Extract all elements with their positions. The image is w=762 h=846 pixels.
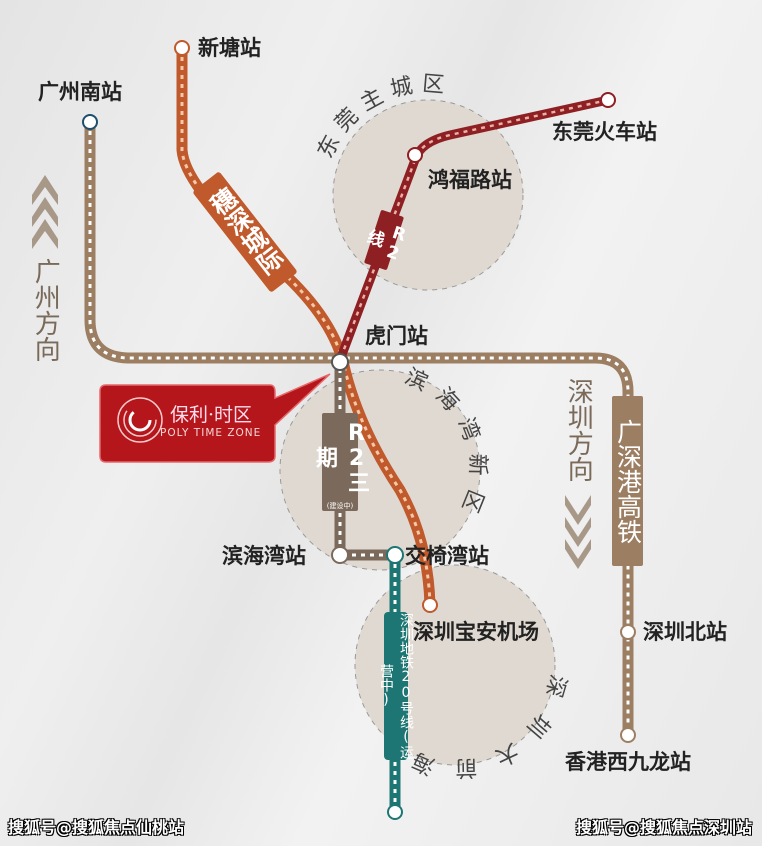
chevron-down-icon [565,495,591,569]
station-jiaoyiwan[interactable]: 交椅湾站 [405,544,489,568]
station-markers [82,40,636,820]
watermark-right: 搜狐号@搜狐焦点深圳站 [575,818,752,837]
line-label-r2-phase3: R2三期 (建设中) [312,413,369,511]
station-guangzhou-south[interactable]: 广州南站 [38,80,122,104]
line-label-20: 深圳地铁20号线(运营中) [378,612,414,760]
station-hk-west-kowloon[interactable]: 香港西九龙站 [565,750,691,774]
station-xintang[interactable]: 新塘站 [198,36,261,60]
station-binhaiwan[interactable]: 滨海湾站 [222,544,306,568]
station-dongguan[interactable]: 东莞火车站 [552,120,657,144]
watermark-left: 搜狐号@搜狐焦点仙桃站 [8,818,185,837]
line-label-r2: R2线 [362,209,412,271]
project-callout-shape [99,373,331,463]
line-gsh [84,122,634,735]
direction-guangzhou: 广州方向 [30,258,61,362]
project-name-cn: 保利·时区 [170,404,253,426]
line-label-gsh: 广深港高铁 [612,396,643,566]
poly-logo-icon [117,397,163,443]
station-baoan-airport[interactable]: 深圳宝安机场 [413,620,539,644]
direction-shenzhen: 深圳方向 [563,378,594,482]
line-label-r2-phase3-status: (建设中) [326,502,354,510]
chevron-up-icon [32,175,58,249]
project-name-en: POLY TIME ZONE [160,427,262,439]
station-shenzhen-north[interactable]: 深圳北站 [643,620,727,644]
station-humen[interactable]: 虎门站 [365,324,428,348]
station-hongfu[interactable]: 鸿福路站 [428,168,512,192]
line-label-r2-phase3-name: R2三期 [312,421,369,493]
